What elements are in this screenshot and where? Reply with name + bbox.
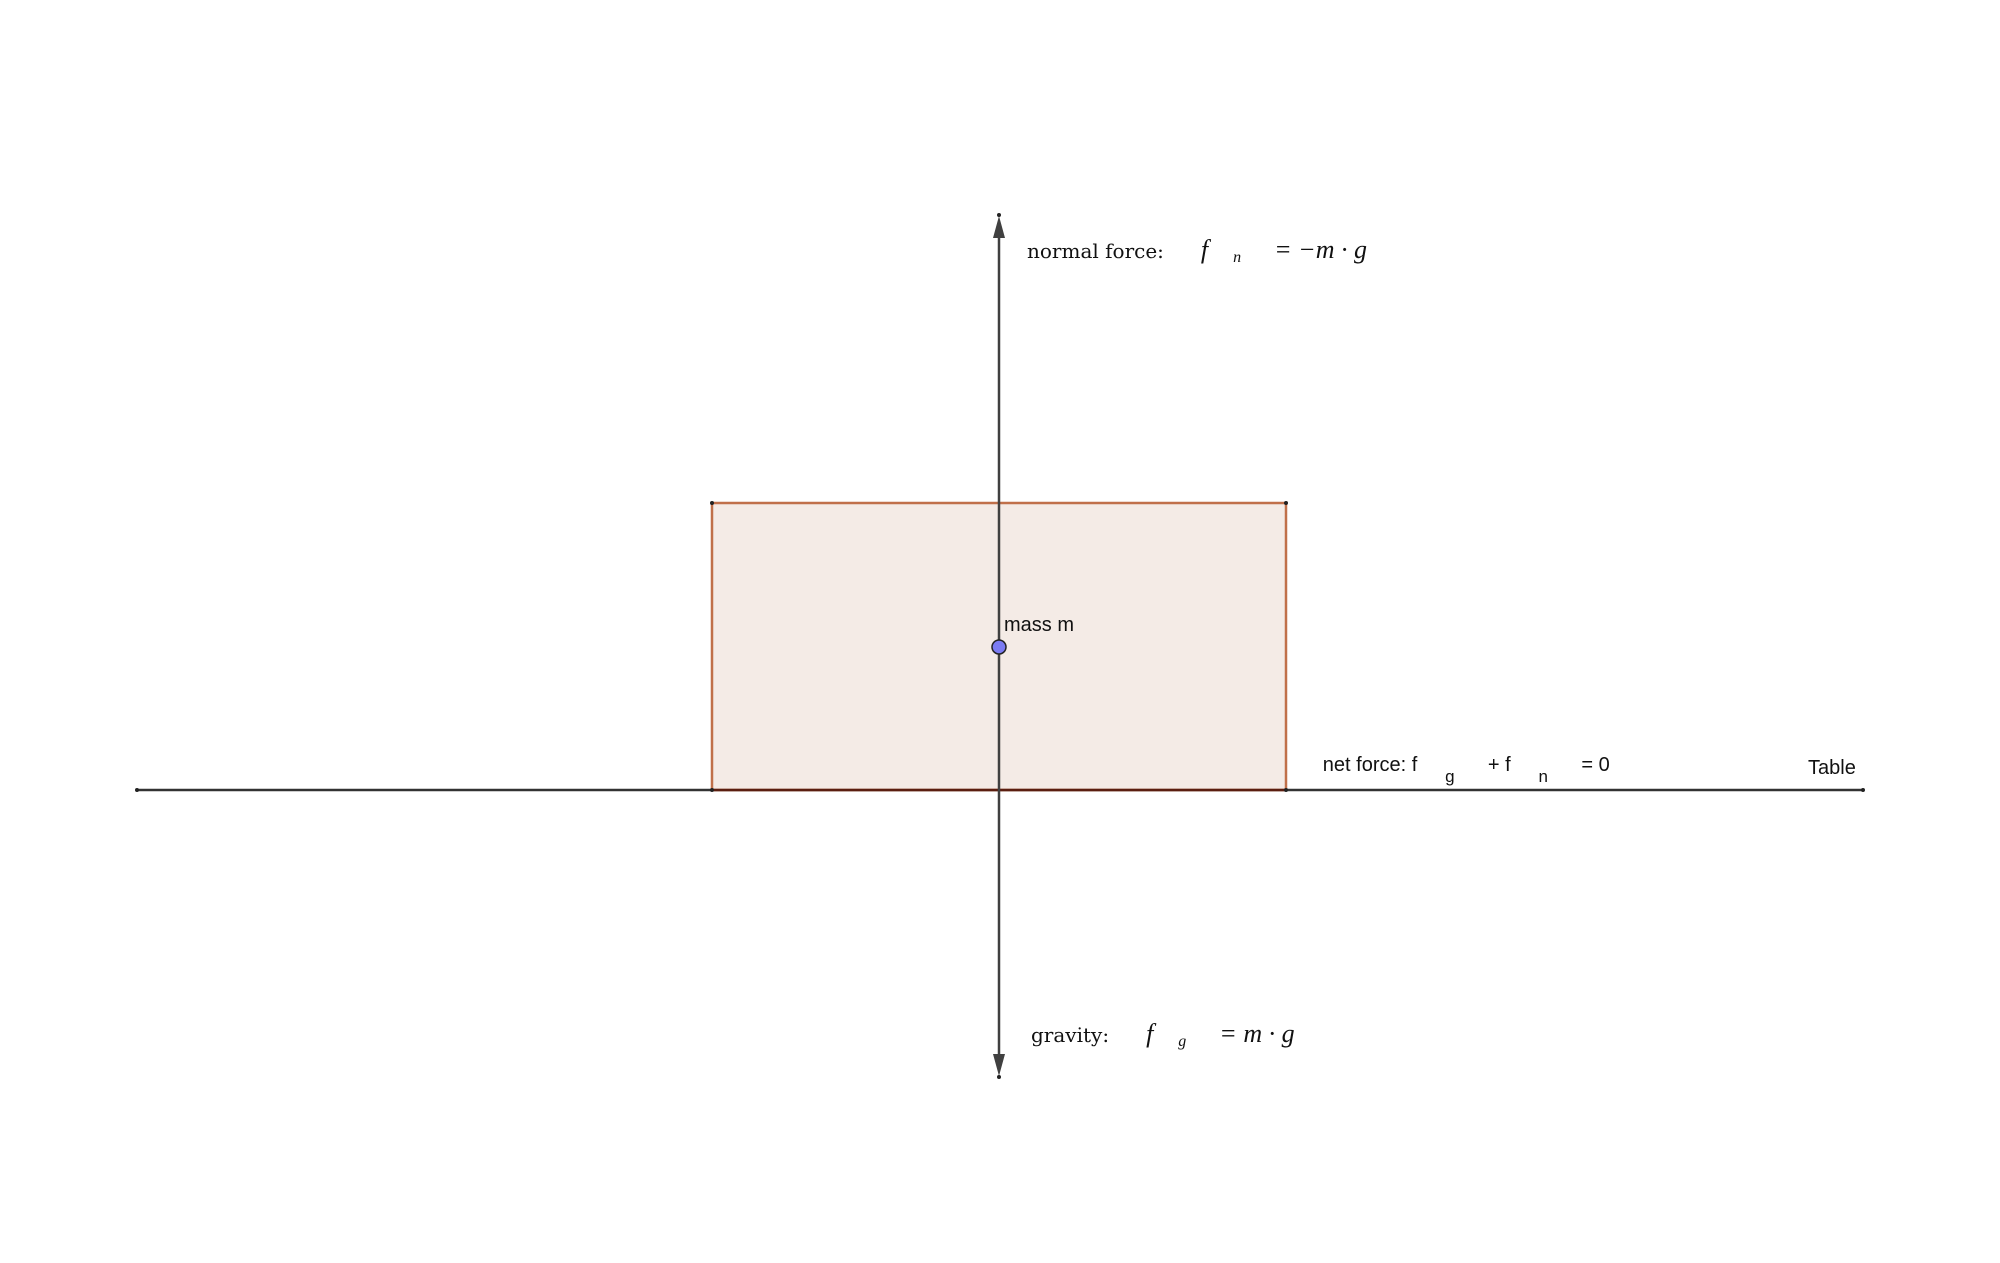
block-corner-bottom-right	[1284, 788, 1288, 792]
block-corner-top-right	[1284, 501, 1288, 505]
table-right-endpoint	[1861, 788, 1865, 792]
block-corner-bottom-left	[710, 788, 714, 792]
mass-label: mass m	[1004, 614, 1074, 636]
net-force-label: net force: f g + f n = 0	[1295, 754, 1626, 787]
normal-force-arrowhead	[993, 216, 1005, 238]
table-label: Table	[1808, 757, 1856, 779]
gravity-prefix: gravity:	[1031, 1023, 1109, 1047]
gravity-subscript: g	[1178, 1033, 1186, 1050]
net-force-sub-n: n	[1539, 767, 1548, 786]
gravity-endpoint	[997, 1075, 1001, 1079]
net-force-suffix: = 0	[1576, 754, 1610, 776]
gravity-arrowhead	[993, 1054, 1005, 1076]
normal-force-symbol: f	[1201, 235, 1212, 264]
table-left-endpoint	[135, 788, 139, 792]
normal-force-subscript: n	[1233, 249, 1241, 266]
normal-force-label: normal force: f n = −m · g	[1002, 235, 1382, 267]
net-force-prefix: net force: f	[1323, 754, 1418, 776]
gravity-symbol: f	[1146, 1019, 1157, 1048]
gravity-expression: = m · g	[1219, 1019, 1294, 1048]
normal-force-endpoint	[997, 213, 1001, 217]
normal-force-expression: = −m · g	[1274, 235, 1367, 264]
net-force-plus: + f	[1482, 754, 1511, 776]
net-force-sub-g: g	[1445, 767, 1454, 786]
gravity-label: gravity: f g = m · g	[1006, 1019, 1310, 1051]
block-corner-top-left	[710, 501, 714, 505]
normal-force-prefix: normal force:	[1027, 239, 1164, 263]
mass-point[interactable]	[991, 639, 1007, 655]
